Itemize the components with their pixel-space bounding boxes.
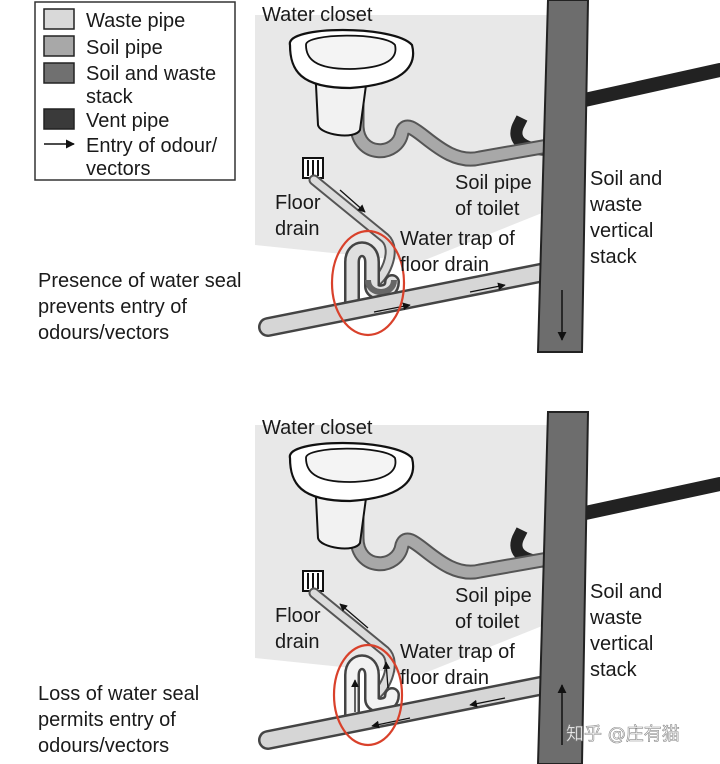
label-stack-2: waste bbox=[589, 607, 642, 629]
label-trap-2: floor drain bbox=[400, 667, 489, 689]
water-seal bbox=[365, 279, 397, 295]
toilet-icon bbox=[288, 28, 415, 137]
label-soil-pipe-2: of toilet bbox=[455, 611, 520, 633]
legend: Waste pipe Soil pipe Soil and waste stac… bbox=[34, 1, 236, 181]
label-stack-3: vertical bbox=[590, 220, 653, 242]
legend-waste-pipe: Waste pipe bbox=[86, 10, 185, 32]
legend-stack-line1: Soil and waste bbox=[86, 63, 216, 85]
waste-pipe-main bbox=[260, 677, 553, 748]
label-stack-4: stack bbox=[590, 659, 638, 681]
label-trap-2: floor drain bbox=[400, 254, 489, 276]
stack-swatch bbox=[43, 62, 75, 84]
caption-line2: prevents entry of bbox=[38, 296, 187, 318]
soil-pipe bbox=[351, 489, 554, 578]
caption-line1: Loss of water seal bbox=[38, 683, 199, 705]
legend-entry-line2: vectors bbox=[86, 158, 150, 180]
label-soil-pipe-1: Soil pipe bbox=[455, 172, 532, 194]
legend-stack-line2: stack bbox=[86, 86, 134, 108]
label-trap-1: Water trap of bbox=[400, 641, 515, 663]
bottom-panel: Water closet Floor drain Soil pipe of to… bbox=[38, 411, 720, 764]
odour-entry-arrow bbox=[469, 697, 506, 708]
vent-pipe bbox=[555, 477, 720, 525]
label-water-closet: Water closet bbox=[262, 417, 373, 439]
waste-pipe-main bbox=[260, 264, 553, 335]
soil-pipe bbox=[351, 76, 554, 165]
vent-pipe bbox=[555, 63, 720, 112]
soil-pipe-swatch bbox=[43, 35, 75, 57]
label-floor-drain-1: Floor bbox=[275, 605, 321, 627]
legend-box bbox=[34, 1, 236, 181]
label-trap-1: Water trap of bbox=[400, 228, 515, 250]
watermark: 知乎 @庄有猫 bbox=[566, 724, 680, 745]
top-panel: Water closet Floor drain Soil pipe of to… bbox=[38, 0, 720, 353]
vertical-stack bbox=[536, 0, 590, 353]
vertical-stack bbox=[536, 411, 590, 764]
label-stack-3: vertical bbox=[590, 633, 653, 655]
label-water-closet: Water closet bbox=[262, 4, 373, 26]
flow-arrow bbox=[339, 189, 366, 213]
vent-pipe-swatch bbox=[43, 108, 75, 130]
odour-entry-arrow bbox=[382, 661, 391, 689]
trap-highlight-circle bbox=[330, 229, 406, 337]
legend-entry-line1: Entry of odour/ bbox=[86, 135, 218, 157]
label-floor-drain-2: drain bbox=[275, 218, 319, 240]
waste-pipe-swatch bbox=[43, 8, 75, 30]
legend-vent-pipe: Vent pipe bbox=[86, 110, 169, 132]
label-stack-1: Soil and bbox=[590, 168, 662, 190]
label-soil-pipe-1: Soil pipe bbox=[455, 585, 532, 607]
label-floor-drain-2: drain bbox=[275, 631, 319, 653]
odour-entry-arrow bbox=[371, 717, 411, 729]
label-floor-drain-1: Floor bbox=[275, 192, 321, 214]
label-soil-pipe-2: of toilet bbox=[455, 198, 520, 220]
flow-arrow bbox=[469, 282, 506, 293]
label-stack-1: Soil and bbox=[590, 581, 662, 603]
caption-line3: odours/vectors bbox=[38, 322, 169, 344]
caption-line2: permits entry of bbox=[38, 709, 176, 731]
water-trap-dry bbox=[346, 656, 398, 724]
caption-line3: odours/vectors bbox=[38, 735, 169, 757]
label-stack-2: waste bbox=[589, 194, 642, 216]
odour-entry-arrow bbox=[339, 603, 369, 629]
label-stack-4: stack bbox=[590, 246, 638, 268]
legend-soil-pipe: Soil pipe bbox=[86, 37, 163, 59]
toilet-icon bbox=[288, 441, 415, 550]
caption-line1: Presence of water seal bbox=[38, 270, 241, 292]
trap-highlight-circle bbox=[332, 643, 404, 747]
flow-arrow bbox=[373, 302, 411, 313]
